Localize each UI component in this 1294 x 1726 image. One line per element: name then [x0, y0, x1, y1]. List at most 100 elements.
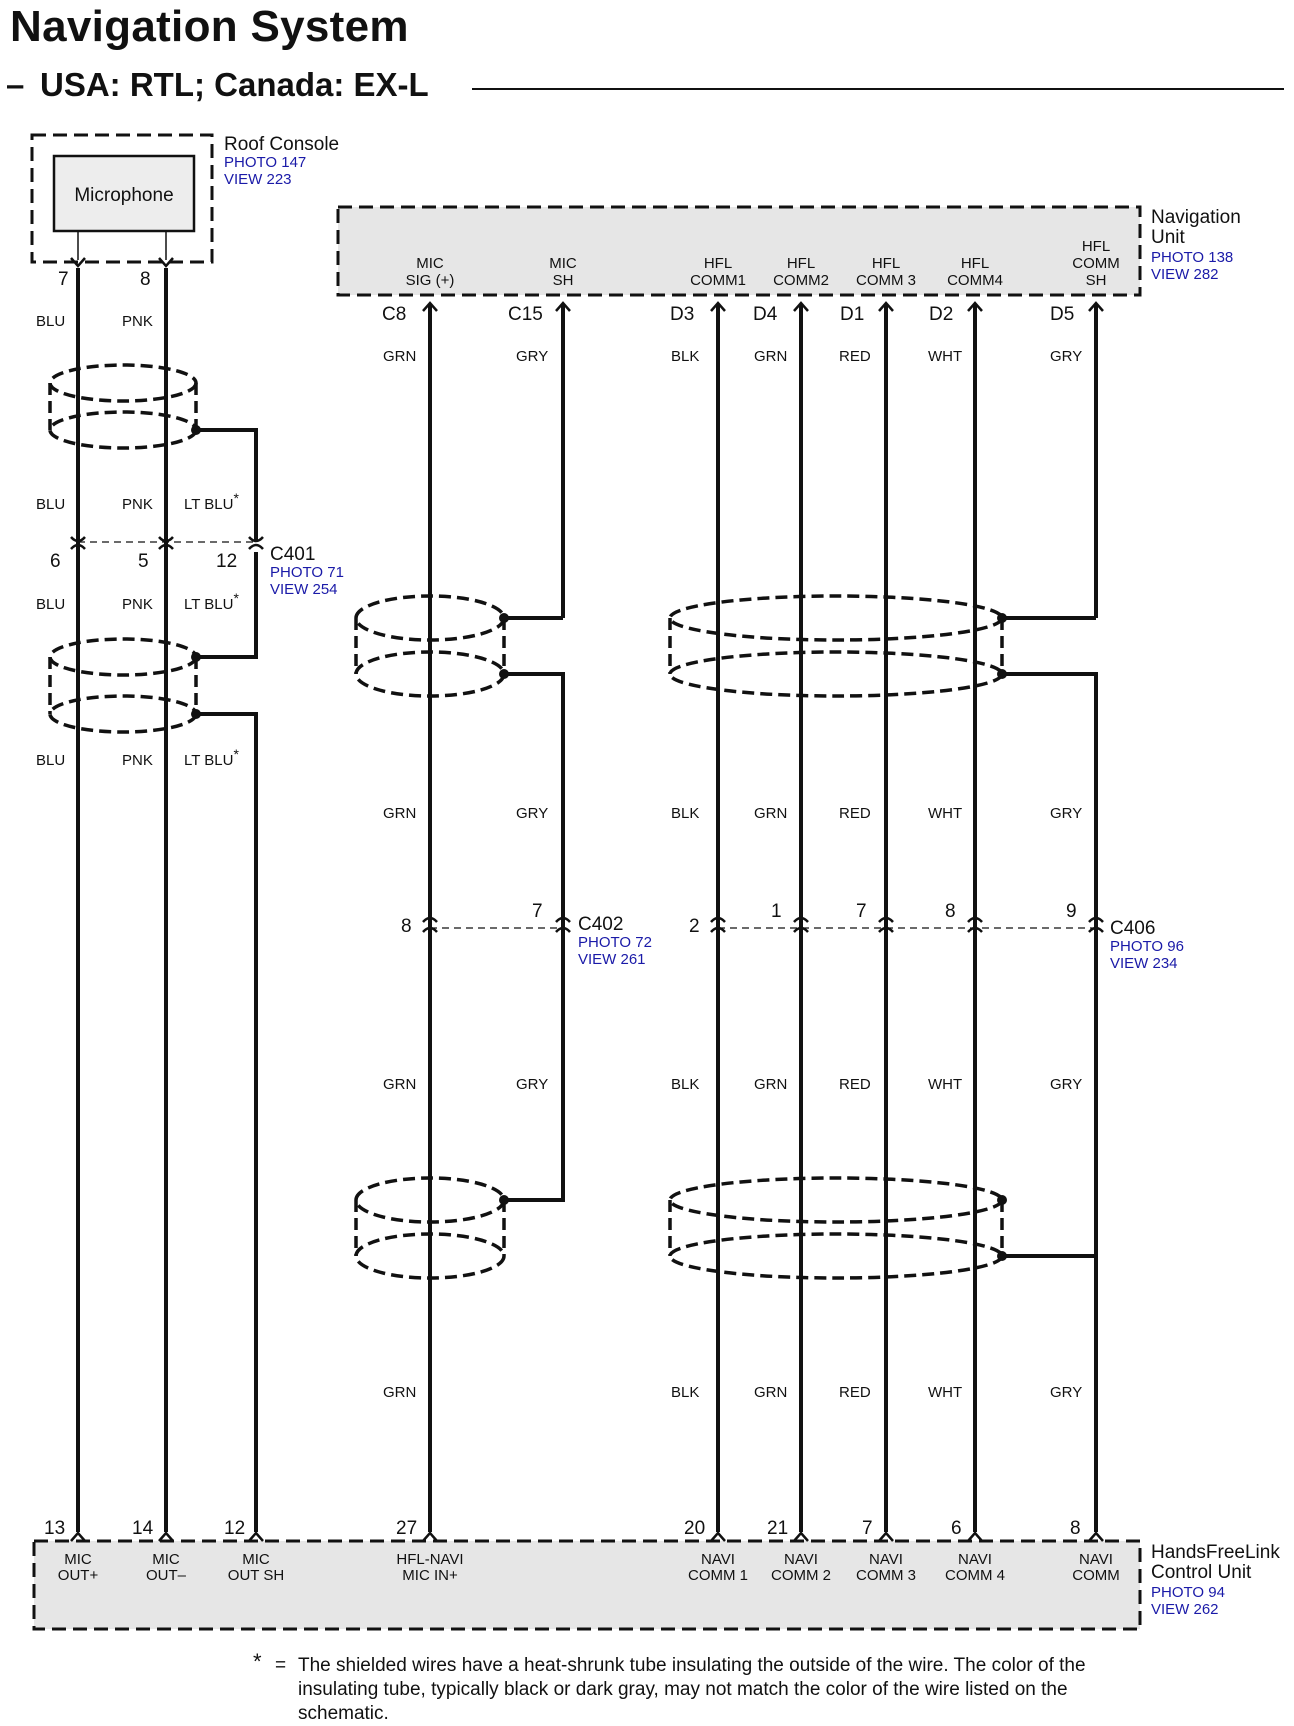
shield-ground-dot [499, 613, 509, 623]
wire-color-label: LT BLU* [184, 490, 239, 513]
shield-drain-wire [504, 672, 565, 1202]
wire-color-label: WHT [928, 348, 962, 365]
hfl-pin-function-label: NAVI [869, 1551, 903, 1568]
hfl-pin-function-label: NAVI [701, 1551, 735, 1568]
shield-top-ellipse [48, 363, 198, 403]
c406-pin-label: 9 [1066, 901, 1077, 922]
hfl-pin-function-label: MIC [242, 1551, 270, 1568]
microphone-box [52, 154, 196, 233]
connector-terminal [158, 536, 174, 543]
hfl-pin-function-label: OUT+ [58, 1567, 99, 1584]
nav-pin-function-label: HFL [704, 255, 732, 272]
wire-color-label: GRN [383, 1384, 416, 1401]
hfl-pin-function-label: MIC [64, 1551, 92, 1568]
nav-pin-function-label: HFL [872, 255, 900, 272]
terminal [878, 301, 894, 312]
c406-pin-label: 1 [771, 901, 782, 922]
hfl-pin-function-label: COMM 2 [771, 1567, 831, 1584]
c406-pin-label: 2 [689, 916, 700, 937]
navigation-unit-label: Navigation [1151, 207, 1241, 228]
hfl-pin-label: 12 [224, 1518, 245, 1539]
terminal [1088, 1531, 1104, 1542]
shield-ground-dot [997, 613, 1007, 623]
wire-color-label: RED [839, 348, 871, 365]
c402-photo-ref: PHOTO 72 [578, 934, 652, 951]
hfl-pin-function-label: OUT SH [228, 1567, 284, 1584]
mic-pin-label: 8 [140, 269, 151, 290]
shield-ground-dot [499, 669, 509, 679]
nav-pin-function-label: SH [1086, 272, 1107, 289]
navigation-unit-box [336, 205, 1142, 297]
connector-terminal [422, 926, 438, 933]
shield-drain-wire [196, 552, 258, 659]
terminal [158, 1531, 174, 1542]
connector-terminal [422, 916, 438, 923]
hfl-pin-function-label: OUT– [146, 1567, 187, 1584]
hfl-pin-function-label: HFL-NAVI [396, 1551, 463, 1568]
shield-drain-wire [196, 428, 258, 542]
shield-drain-wire [1002, 672, 1098, 1532]
roof-console-view-ref: VIEW 223 [224, 171, 292, 188]
hfl-pin-function-label: MIC IN+ [402, 1567, 458, 1584]
c406-view-ref: VIEW 234 [1110, 955, 1178, 972]
nav-pin-label: D1 [840, 304, 864, 325]
nav-pin-label: C15 [508, 304, 543, 325]
wire-color-label: WHT [928, 1384, 962, 1401]
shield-top-ellipse [48, 637, 198, 677]
connector-terminal [248, 536, 264, 543]
roof-console-label: Roof Console [224, 134, 339, 155]
c401-pin-label: 6 [50, 551, 61, 572]
wire-color-label: RED [839, 1076, 871, 1093]
connector-terminal [878, 926, 894, 933]
nav-pin-label: C8 [382, 304, 406, 325]
shield-mic-lower [48, 637, 198, 734]
hfl-unit-label: HandsFreeLink [1151, 1542, 1280, 1563]
hfl-pin-label: 14 [132, 1518, 154, 1539]
hfl-unit-view-ref: VIEW 262 [1151, 1601, 1219, 1618]
wire-color-label: GRY [1050, 1076, 1082, 1093]
c402-pin-label: 8 [401, 916, 412, 937]
wire-color-label: PNK [122, 752, 153, 769]
wire-color-label: BLK [671, 1076, 699, 1093]
shield-ground-dot [191, 425, 201, 435]
hfl-pin-function-label: COMM 1 [688, 1567, 748, 1584]
c401-pin-label: 5 [138, 551, 149, 572]
hfl-pin-label: 27 [396, 1518, 417, 1539]
nav-pin-function-label: SIG (+) [406, 272, 455, 289]
terminal [793, 1531, 809, 1542]
wire-color-label: BLU [36, 596, 65, 613]
wire-color-label: BLU [36, 752, 65, 769]
wire-color-label: GRY [516, 348, 548, 365]
wire-color-label: RED [839, 805, 871, 822]
shield-ground-dot [191, 652, 201, 662]
wire-color-label: GRN [754, 1384, 787, 1401]
subtitle-dash: – [6, 66, 25, 103]
footnote-equals: = [275, 1655, 287, 1676]
wire-color-label: GRN [754, 348, 787, 365]
hfl-pin-label: 21 [767, 1518, 788, 1539]
navigation-unit-photo-ref: PHOTO 138 [1151, 249, 1233, 266]
connector-terminal [967, 926, 983, 933]
nav-pin-function-label: COMM [1072, 255, 1120, 272]
shield-mic-upper [48, 363, 198, 450]
nav-pin-function-label: COMM2 [773, 272, 829, 289]
wire-color-label: LT BLU* [184, 590, 239, 613]
wire-color-label: BLU [36, 313, 65, 330]
terminal [248, 1531, 264, 1542]
wire-color-label: RED [839, 1384, 871, 1401]
connector-terminal [158, 543, 174, 550]
nav-pin-label: D5 [1050, 304, 1074, 325]
wire-color-label: GRY [516, 805, 548, 822]
mic-pin-label: 7 [58, 269, 69, 290]
wire-color-label: GRN [754, 805, 787, 822]
terminal [878, 1531, 894, 1542]
terminal [70, 257, 86, 268]
subtitle-rule [472, 88, 1284, 90]
shield-bottom-ellipse [48, 694, 198, 734]
nav-pin-function-label: COMM4 [947, 272, 1003, 289]
connector-terminal [555, 926, 571, 933]
terminal [422, 1531, 438, 1542]
connector-terminal [1088, 916, 1104, 923]
connector-terminal [555, 916, 571, 923]
nav-pin-function-label: COMM1 [690, 272, 746, 289]
